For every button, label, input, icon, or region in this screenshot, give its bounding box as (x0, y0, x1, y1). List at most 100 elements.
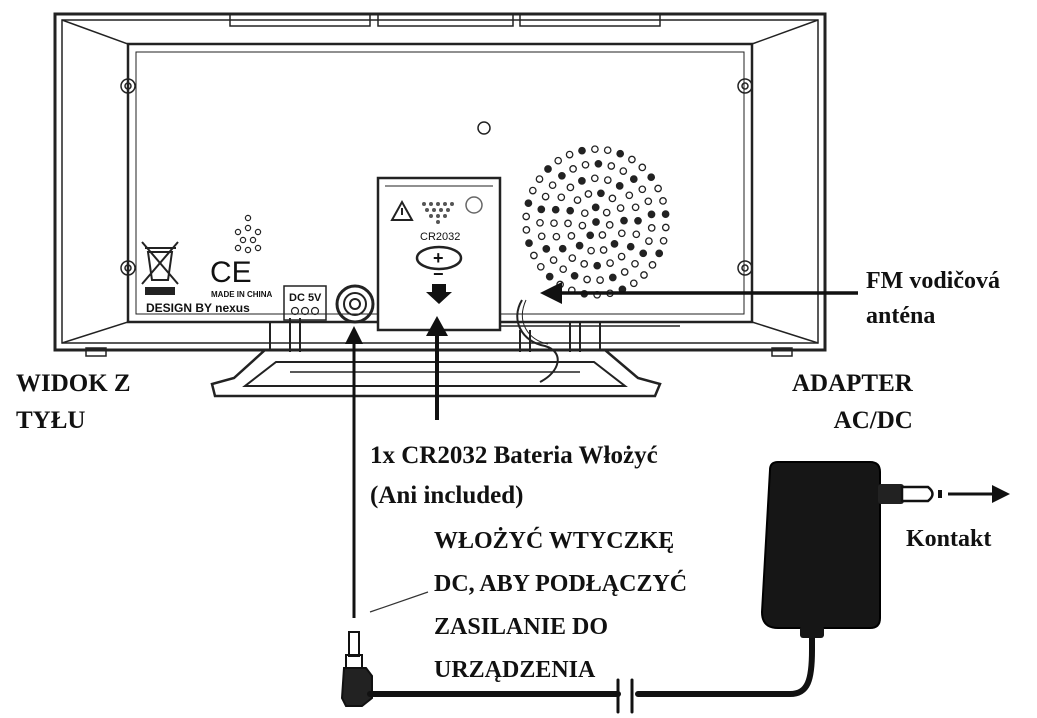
speaker-hole (631, 203, 640, 212)
speaker-hole (557, 193, 566, 202)
speaker-hole (620, 268, 629, 276)
speaker-hole (615, 182, 624, 190)
speaker-hole (575, 241, 584, 250)
speaker-hole (528, 186, 537, 195)
speaker-hole (544, 165, 552, 173)
speaker-hole (566, 183, 575, 192)
speaker-hole (578, 221, 587, 230)
fm-wire-antenna (516, 299, 559, 383)
battery-arrow (426, 316, 448, 420)
dc-plug-label: WŁOŻYĆ WTYCZKĘ DC, ABY PODŁĄCZYĆ ZASILAN… (434, 520, 687, 692)
dc-plug-line-2: DC, ABY PODŁĄCZYĆ (434, 571, 688, 597)
speaker-hole (565, 150, 574, 159)
adapter-line-2: AC/DC (833, 407, 913, 434)
speaker-hole (617, 229, 626, 238)
battery-compartment: CR2032 + − (376, 176, 502, 332)
dc-rating-text: DC 5V (289, 292, 322, 304)
dc-plug-line-1: WŁOŻYĆ WTYCZKĘ (434, 528, 675, 554)
speaker-hole (645, 237, 653, 245)
speaker-hole (647, 224, 656, 232)
dc-jack (335, 284, 375, 324)
speaker-hole (619, 167, 628, 175)
speaker-hole (573, 196, 582, 204)
power-cable (367, 625, 815, 714)
rear-view-label: WIDOK Z TYŁU (16, 365, 131, 439)
rear-view-line-1: WIDOK Z (16, 370, 131, 397)
speaker-hole (608, 273, 617, 282)
plug-prong (900, 485, 934, 503)
battery-line-1: 1x CR2032 Bateria Włożyć (370, 442, 658, 469)
rear-view-line-2: TYŁU (16, 407, 86, 434)
fm-antenna-line-1: FM vodičová (866, 268, 1000, 294)
adapter-label: ADAPTER AC/DC (792, 365, 913, 439)
adapter-line-1: ADAPTER (792, 370, 913, 397)
speaker-hole (661, 210, 670, 218)
speaker-hole (587, 246, 595, 255)
speaker-hole (647, 210, 656, 219)
speaker-hole (581, 160, 590, 169)
vent-icon (234, 214, 262, 254)
speaker-hole (583, 275, 591, 284)
speaker-hole (545, 272, 554, 281)
speaker-hole (639, 249, 648, 258)
speaker-hole (578, 177, 586, 185)
speaker-hole (522, 226, 531, 234)
speaker-hole (655, 249, 664, 258)
speaker-hole (608, 194, 617, 203)
speaker-hole (607, 162, 616, 170)
speaker-hole (629, 175, 638, 183)
speaker-hole (638, 163, 647, 172)
speaker-hole (597, 189, 605, 198)
speaker-hole (644, 197, 653, 206)
speaker-hole (631, 259, 639, 268)
fm-antenna-arrow (540, 282, 858, 304)
speaker-hole (541, 192, 550, 201)
speaker-hole (524, 199, 533, 208)
speaker-hole (632, 230, 641, 239)
speaker-hole (617, 252, 626, 261)
speaker-hole (567, 232, 576, 240)
speaker-hole (591, 203, 600, 212)
speaker-hole (537, 205, 546, 214)
speaker-hole (558, 171, 566, 180)
speaker-hole (530, 251, 538, 260)
speaker-hole (629, 279, 638, 288)
fm-antenna-line-2: anténa (866, 303, 936, 329)
weee-bin-icon (141, 241, 179, 295)
speaker-hole (580, 209, 589, 218)
speaker-hole (616, 149, 625, 158)
ac-dc-adapter (760, 461, 934, 638)
dc-plug-arrow (345, 326, 363, 618)
speaker-hole (564, 219, 572, 228)
battery-line-2: (Ani included) (370, 482, 524, 509)
speaker-hole (536, 262, 545, 271)
outlet-label: Kontakt (906, 522, 991, 557)
outlet-arrow (938, 485, 1010, 503)
speaker-hole (549, 256, 558, 264)
speaker-hole (525, 239, 533, 247)
stand (210, 318, 662, 398)
battery-label: 1x CR2032 Bateria Włożyć (Ani included) (370, 436, 658, 516)
speaker-hole (578, 146, 586, 155)
speaker-hole (550, 219, 558, 228)
speaker-hole (552, 232, 561, 241)
speaker-hole (559, 265, 568, 274)
speaker-hole (603, 146, 612, 155)
brand-text: DESIGN BY nexus (146, 301, 250, 315)
speaker-hole (551, 205, 560, 214)
speaker-hole (648, 261, 657, 269)
dc-rating-label: DC 5V (283, 285, 327, 321)
clock-radio-body (53, 12, 827, 357)
speaker-hole (647, 173, 656, 182)
speaker-hole (599, 246, 608, 254)
ce-mark: CE (210, 256, 252, 289)
speaker-hole (628, 155, 636, 164)
speaker-hole (593, 261, 602, 270)
speaker-hole (638, 185, 647, 194)
speaker-hole (625, 191, 634, 200)
made-in-text: MADE IN CHINA (211, 290, 273, 299)
speaker-hole (580, 260, 589, 268)
screw-icon (120, 78, 753, 276)
speaker-hole (654, 184, 662, 193)
battery-minus-sign: − (433, 264, 444, 284)
